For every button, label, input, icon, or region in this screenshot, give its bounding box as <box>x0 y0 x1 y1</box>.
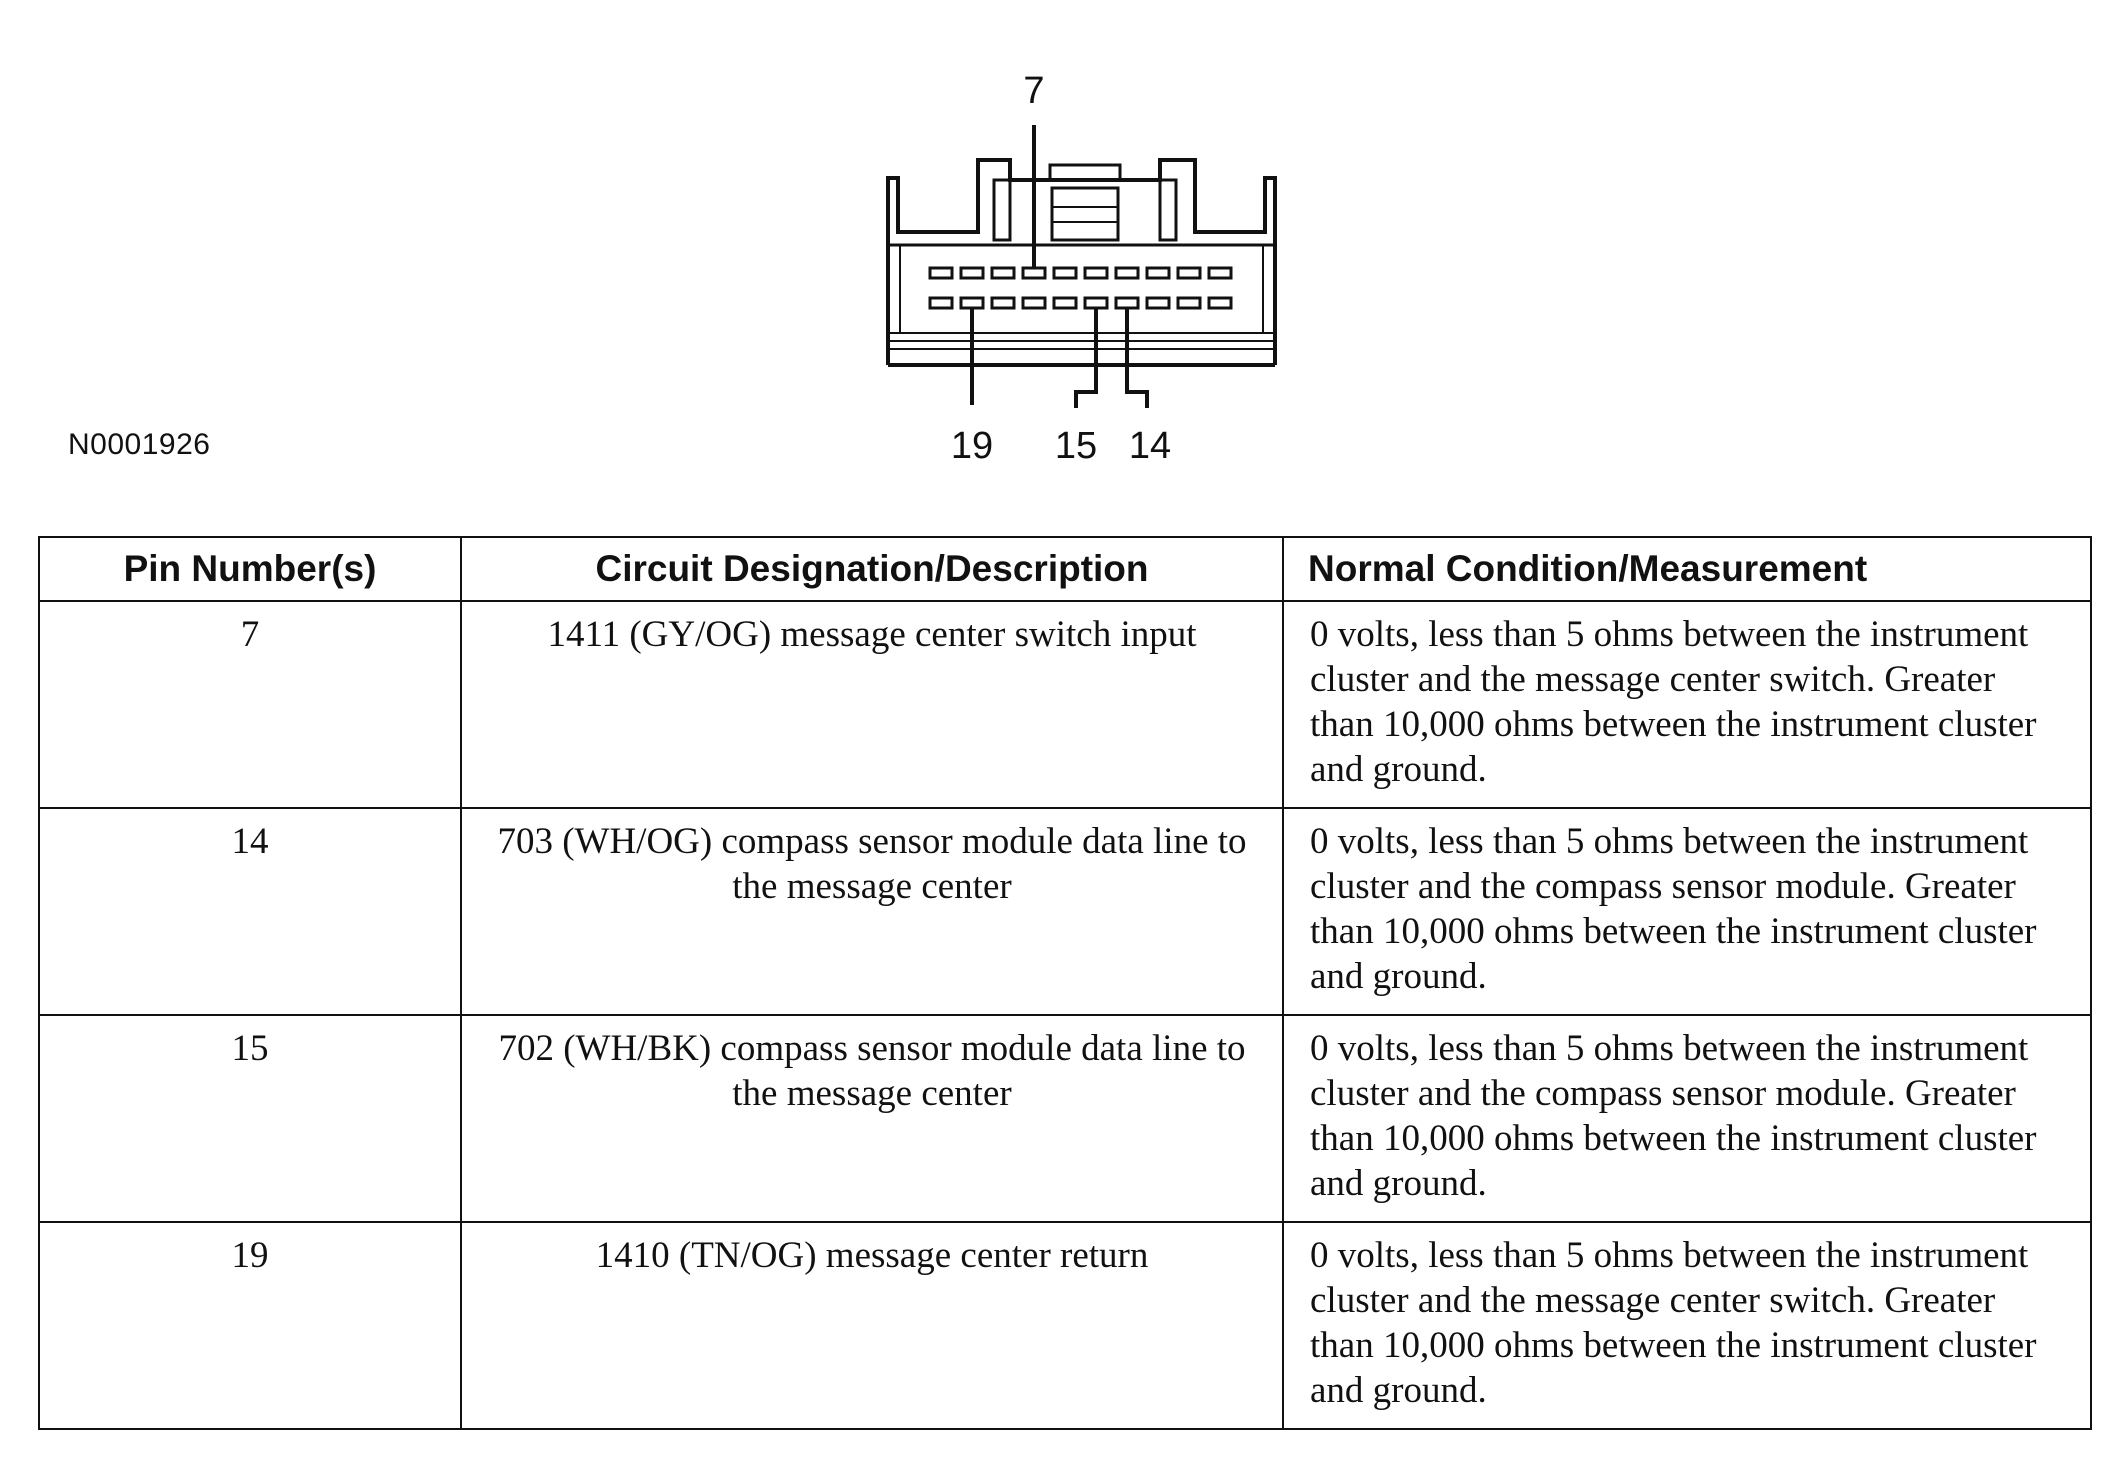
pin-number-cell: 15 <box>38 1014 462 1223</box>
header-normal-condition: Normal Condition/Measurement <box>1282 536 2092 602</box>
header-circuit-designation: Circuit Designation/Description <box>460 536 1284 602</box>
pin-label-15: 15 <box>1055 425 1097 467</box>
pin-number-cell: 19 <box>38 1221 462 1430</box>
table-header-row: Pin Number(s) Circuit Designation/Descri… <box>38 536 2092 602</box>
figure-id: N0001926 <box>68 428 211 461</box>
circuit-description-cell: 703 (WH/OG) compass sensor module data l… <box>460 807 1284 1016</box>
connector-diagram: 7 19 15 14 N0001926 <box>0 0 2124 500</box>
header-pin-numbers: Pin Number(s) <box>38 536 462 602</box>
circuit-description-cell: 1410 (TN/OG) message center return <box>460 1221 1284 1430</box>
table-row: 14 703 (WH/OG) compass sensor module dat… <box>38 807 2092 1016</box>
measurement-cell: 0 volts, less than 5 ohms between the in… <box>1282 807 2092 1016</box>
table-row: 19 1410 (TN/OG) message center return 0 … <box>38 1221 2092 1430</box>
connector-face-drawing: 7 19 15 14 <box>886 70 1277 467</box>
leader-lines <box>970 125 1149 408</box>
pin-label-7: 7 <box>1023 70 1044 112</box>
measurement-cell: 0 volts, less than 5 ohms between the in… <box>1282 1221 2092 1430</box>
pin-table: Pin Number(s) Circuit Designation/Descri… <box>38 536 2092 1430</box>
table-row: 7 1411 (GY/OG) message center switch inp… <box>38 600 2092 809</box>
circuit-description-cell: 702 (WH/BK) compass sensor module data l… <box>460 1014 1284 1223</box>
pin-number-cell: 7 <box>38 600 462 809</box>
pin-label-14: 14 <box>1129 425 1171 467</box>
measurement-cell: 0 volts, less than 5 ohms between the in… <box>1282 600 2092 809</box>
circuit-description-cell: 1411 (GY/OG) message center switch input <box>460 600 1284 809</box>
table-row: 15 702 (WH/BK) compass sensor module dat… <box>38 1014 2092 1223</box>
pin-label-19: 19 <box>951 425 993 467</box>
measurement-cell: 0 volts, less than 5 ohms between the in… <box>1282 1014 2092 1223</box>
pin-number-cell: 14 <box>38 807 462 1016</box>
pin-cavities <box>928 266 1233 310</box>
